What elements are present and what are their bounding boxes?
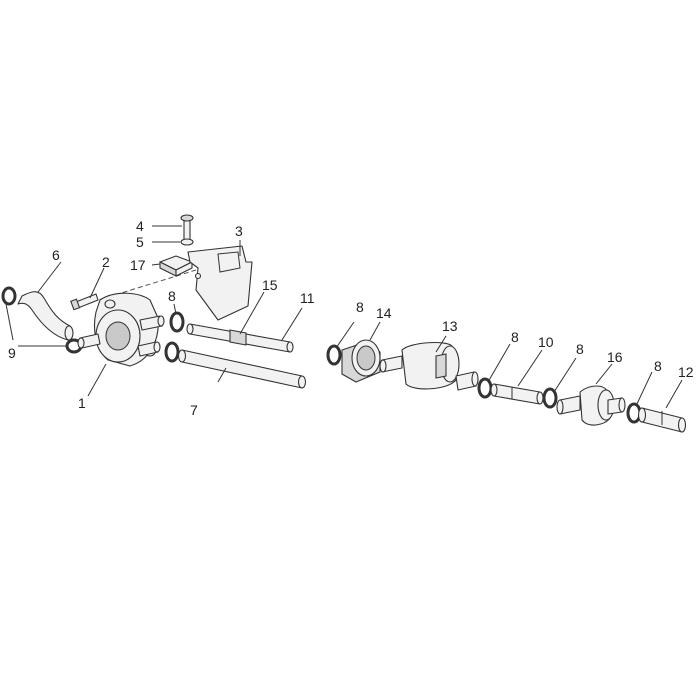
callout-11: 11 bbox=[300, 290, 315, 306]
callout-4: 4 bbox=[136, 218, 144, 234]
callout-3: 3 bbox=[235, 223, 243, 239]
callout-labels: 1 2 3 4 5 6 7 8 8 8 8 8 9 10 11 12 13 14… bbox=[8, 218, 694, 418]
callout-5: 5 bbox=[136, 234, 144, 250]
part-8-ring-c bbox=[477, 377, 493, 399]
part-15-tube-sleeve bbox=[229, 329, 247, 346]
part-3-bracket bbox=[187, 245, 253, 321]
callout-1: 1 bbox=[78, 395, 86, 411]
callout-2: 2 bbox=[102, 254, 110, 270]
part-4-screw bbox=[180, 214, 194, 241]
leader-lines bbox=[5, 225, 683, 409]
callout-8a: 8 bbox=[168, 288, 176, 304]
part-1-filter-housing bbox=[77, 292, 165, 367]
callout-6: 6 bbox=[52, 247, 60, 263]
callout-8c: 8 bbox=[511, 329, 519, 345]
callout-12: 12 bbox=[678, 364, 694, 380]
callout-8b: 8 bbox=[356, 299, 364, 315]
part-17-clip bbox=[159, 255, 193, 277]
callout-16: 16 bbox=[607, 349, 623, 365]
callout-8d: 8 bbox=[576, 341, 584, 357]
part-5-washer bbox=[180, 238, 194, 246]
part-7-lower-tube bbox=[177, 349, 307, 389]
callout-7: 7 bbox=[190, 402, 198, 418]
part-8-ring-a2 bbox=[164, 341, 180, 363]
callout-14: 14 bbox=[376, 305, 392, 321]
part-2-bolt bbox=[70, 293, 99, 311]
part-14-filter-cap bbox=[341, 339, 381, 383]
callout-9: 9 bbox=[8, 345, 16, 361]
part-8-ring-a bbox=[169, 311, 185, 333]
part-12-end-tube bbox=[637, 407, 687, 433]
callout-15: 15 bbox=[262, 277, 278, 293]
part-13-inline-filter bbox=[379, 341, 479, 391]
part-6-bent-hose bbox=[17, 291, 74, 341]
callout-10: 10 bbox=[538, 334, 554, 350]
part-8-ring-d bbox=[542, 387, 558, 409]
part-10-short-tube bbox=[490, 383, 544, 405]
callout-8e: 8 bbox=[654, 358, 662, 374]
clamp-ring bbox=[1, 286, 17, 306]
callout-17: 17 bbox=[130, 257, 146, 273]
part-8-ring-b bbox=[326, 344, 342, 366]
part-16-check-valve bbox=[556, 385, 626, 426]
callout-13: 13 bbox=[442, 318, 458, 334]
